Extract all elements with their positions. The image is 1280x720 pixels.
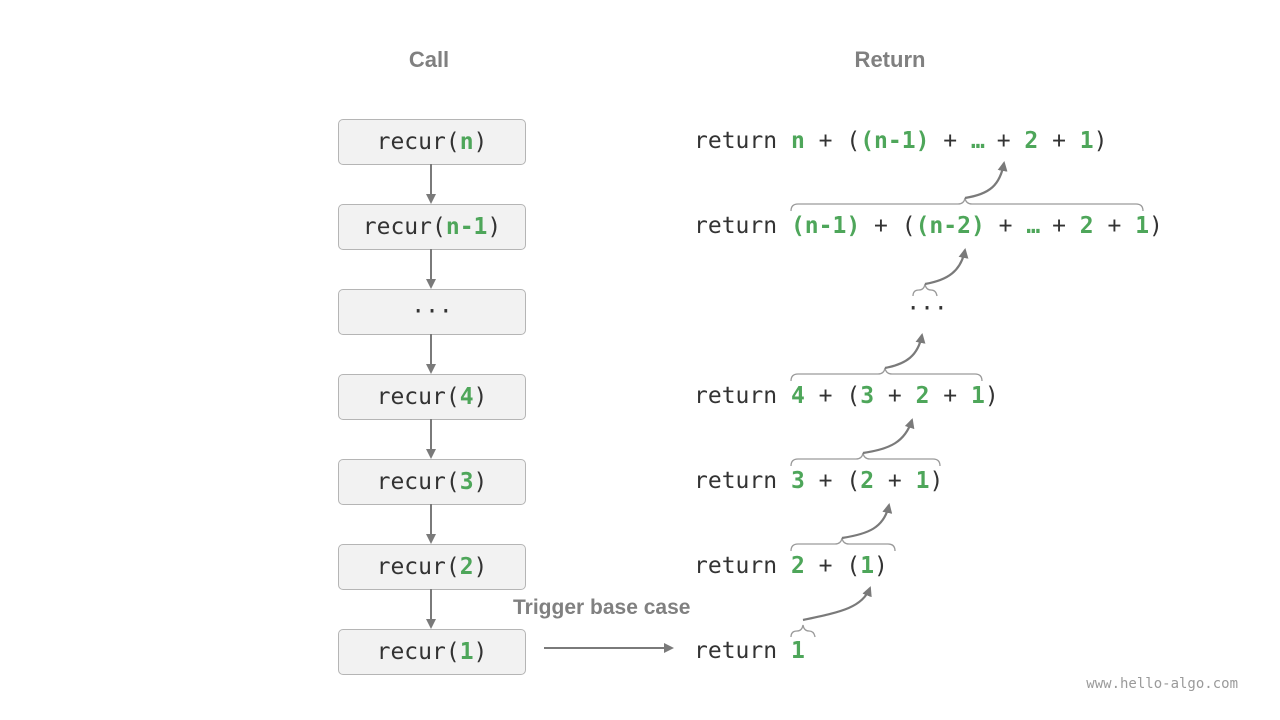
return-arrow [924,248,969,286]
return-line-3: return 3 + (2 + 1) [694,459,943,503]
return-line-1: return 1 [694,629,805,673]
return-arrow [841,503,893,540]
return-term: 2 [790,553,805,579]
call-box-recur-3: recur(3) [338,459,526,505]
call-prefix: recur( [376,639,460,665]
return-arrow [964,161,1008,200]
call-prefix: recur( [376,384,460,410]
return-ellipsis: … [970,128,985,154]
call-suffix: ) [473,554,488,580]
return-line-2: return 2 + (1) [694,544,888,588]
call-heading: Call [408,47,450,72]
return-keyword: return [694,638,791,664]
return-op: + [929,383,971,409]
call-suffix: ) [473,384,488,410]
return-line-ellipsis: ··· [906,296,948,322]
call-suffix: ··· [411,299,453,325]
return-term: n [790,128,805,154]
return-op: + [982,128,1025,154]
return-term: 4 [790,383,805,409]
return-term: (n-1) [860,128,930,154]
call-arg: 4 [459,384,474,410]
return-op: + [874,383,916,409]
return-op: + [1038,213,1080,239]
call-prefix: recur( [376,469,460,495]
return-term: 1 [860,553,875,579]
return-op: + ( [804,383,861,409]
return-op: + ( [860,213,916,239]
return-keyword: return [694,553,791,579]
return-term: 1 [915,468,930,494]
return-op: + [874,468,916,494]
return-op: ) [984,383,999,409]
return-arrow [862,418,915,455]
return-keyword: return [694,468,791,494]
call-suffix: ) [487,214,502,240]
call-arg: 2 [459,554,474,580]
call-prefix: recur( [362,214,446,240]
return-term: 1 [1079,128,1094,154]
return-term: 2 [1024,128,1039,154]
return-keyword: return [694,213,791,239]
return-term: (n-2) [915,213,985,239]
return-op: + ( [804,128,861,154]
return-keyword: return [694,128,791,154]
call-box-recur-1: recur(1) [338,629,526,675]
return-op: + [984,213,1027,239]
return-op: ) [874,553,888,579]
return-term: 3 [790,468,805,494]
call-suffix: ) [473,469,488,495]
return-op: ) [929,468,944,494]
return-op: + [1038,128,1080,154]
return-op: + [1093,213,1136,239]
call-box-recur-n-minus-1: recur(n-1) [338,204,526,250]
return-line-n-minus-1: return (n-1) + ((n-2) + … + 2 + 1) [694,204,1163,248]
return-arrow [802,586,872,622]
call-arg: 1 [459,639,474,665]
return-term: 1 [971,383,985,409]
return-line-4: return 4 + (3 + 2 + 1) [694,374,999,418]
call-suffix: ) [473,129,488,155]
call-box-recur-2: recur(2) [338,544,526,590]
call-arg: 3 [459,469,474,495]
return-keyword: return [694,383,791,409]
return-term: (n-1) [790,213,861,239]
return-ellipsis: … [1026,213,1040,239]
return-heading: Return [854,47,926,72]
return-op: + ( [804,553,861,579]
return-term: 2 [860,468,875,494]
call-box-recur-4: recur(4) [338,374,526,420]
return-term: 1 [1135,213,1150,239]
watermark: www.hello-algo.com [1086,676,1238,692]
trigger-base-case-label: Trigger base case [513,596,691,619]
return-arrow [884,333,926,370]
call-prefix: recur( [376,554,460,580]
call-box-ellipsis: ··· [338,289,526,335]
return-term: 3 [860,383,875,409]
return-op: ) [1149,213,1163,239]
return-op: + [929,128,971,154]
return-line-n: return n + ((n-1) + … + 2 + 1) [694,119,1108,163]
return-op: + ( [804,468,861,494]
return-op: ) [1093,128,1108,154]
call-arg: n [459,129,474,155]
call-suffix: ) [473,639,488,665]
return-term: 2 [915,383,930,409]
call-prefix: recur( [376,129,460,155]
call-box-recur-n: recur(n) [338,119,526,165]
return-term: 1 [790,638,805,664]
return-term: 2 [1079,213,1094,239]
call-arg: n-1 [445,214,488,240]
